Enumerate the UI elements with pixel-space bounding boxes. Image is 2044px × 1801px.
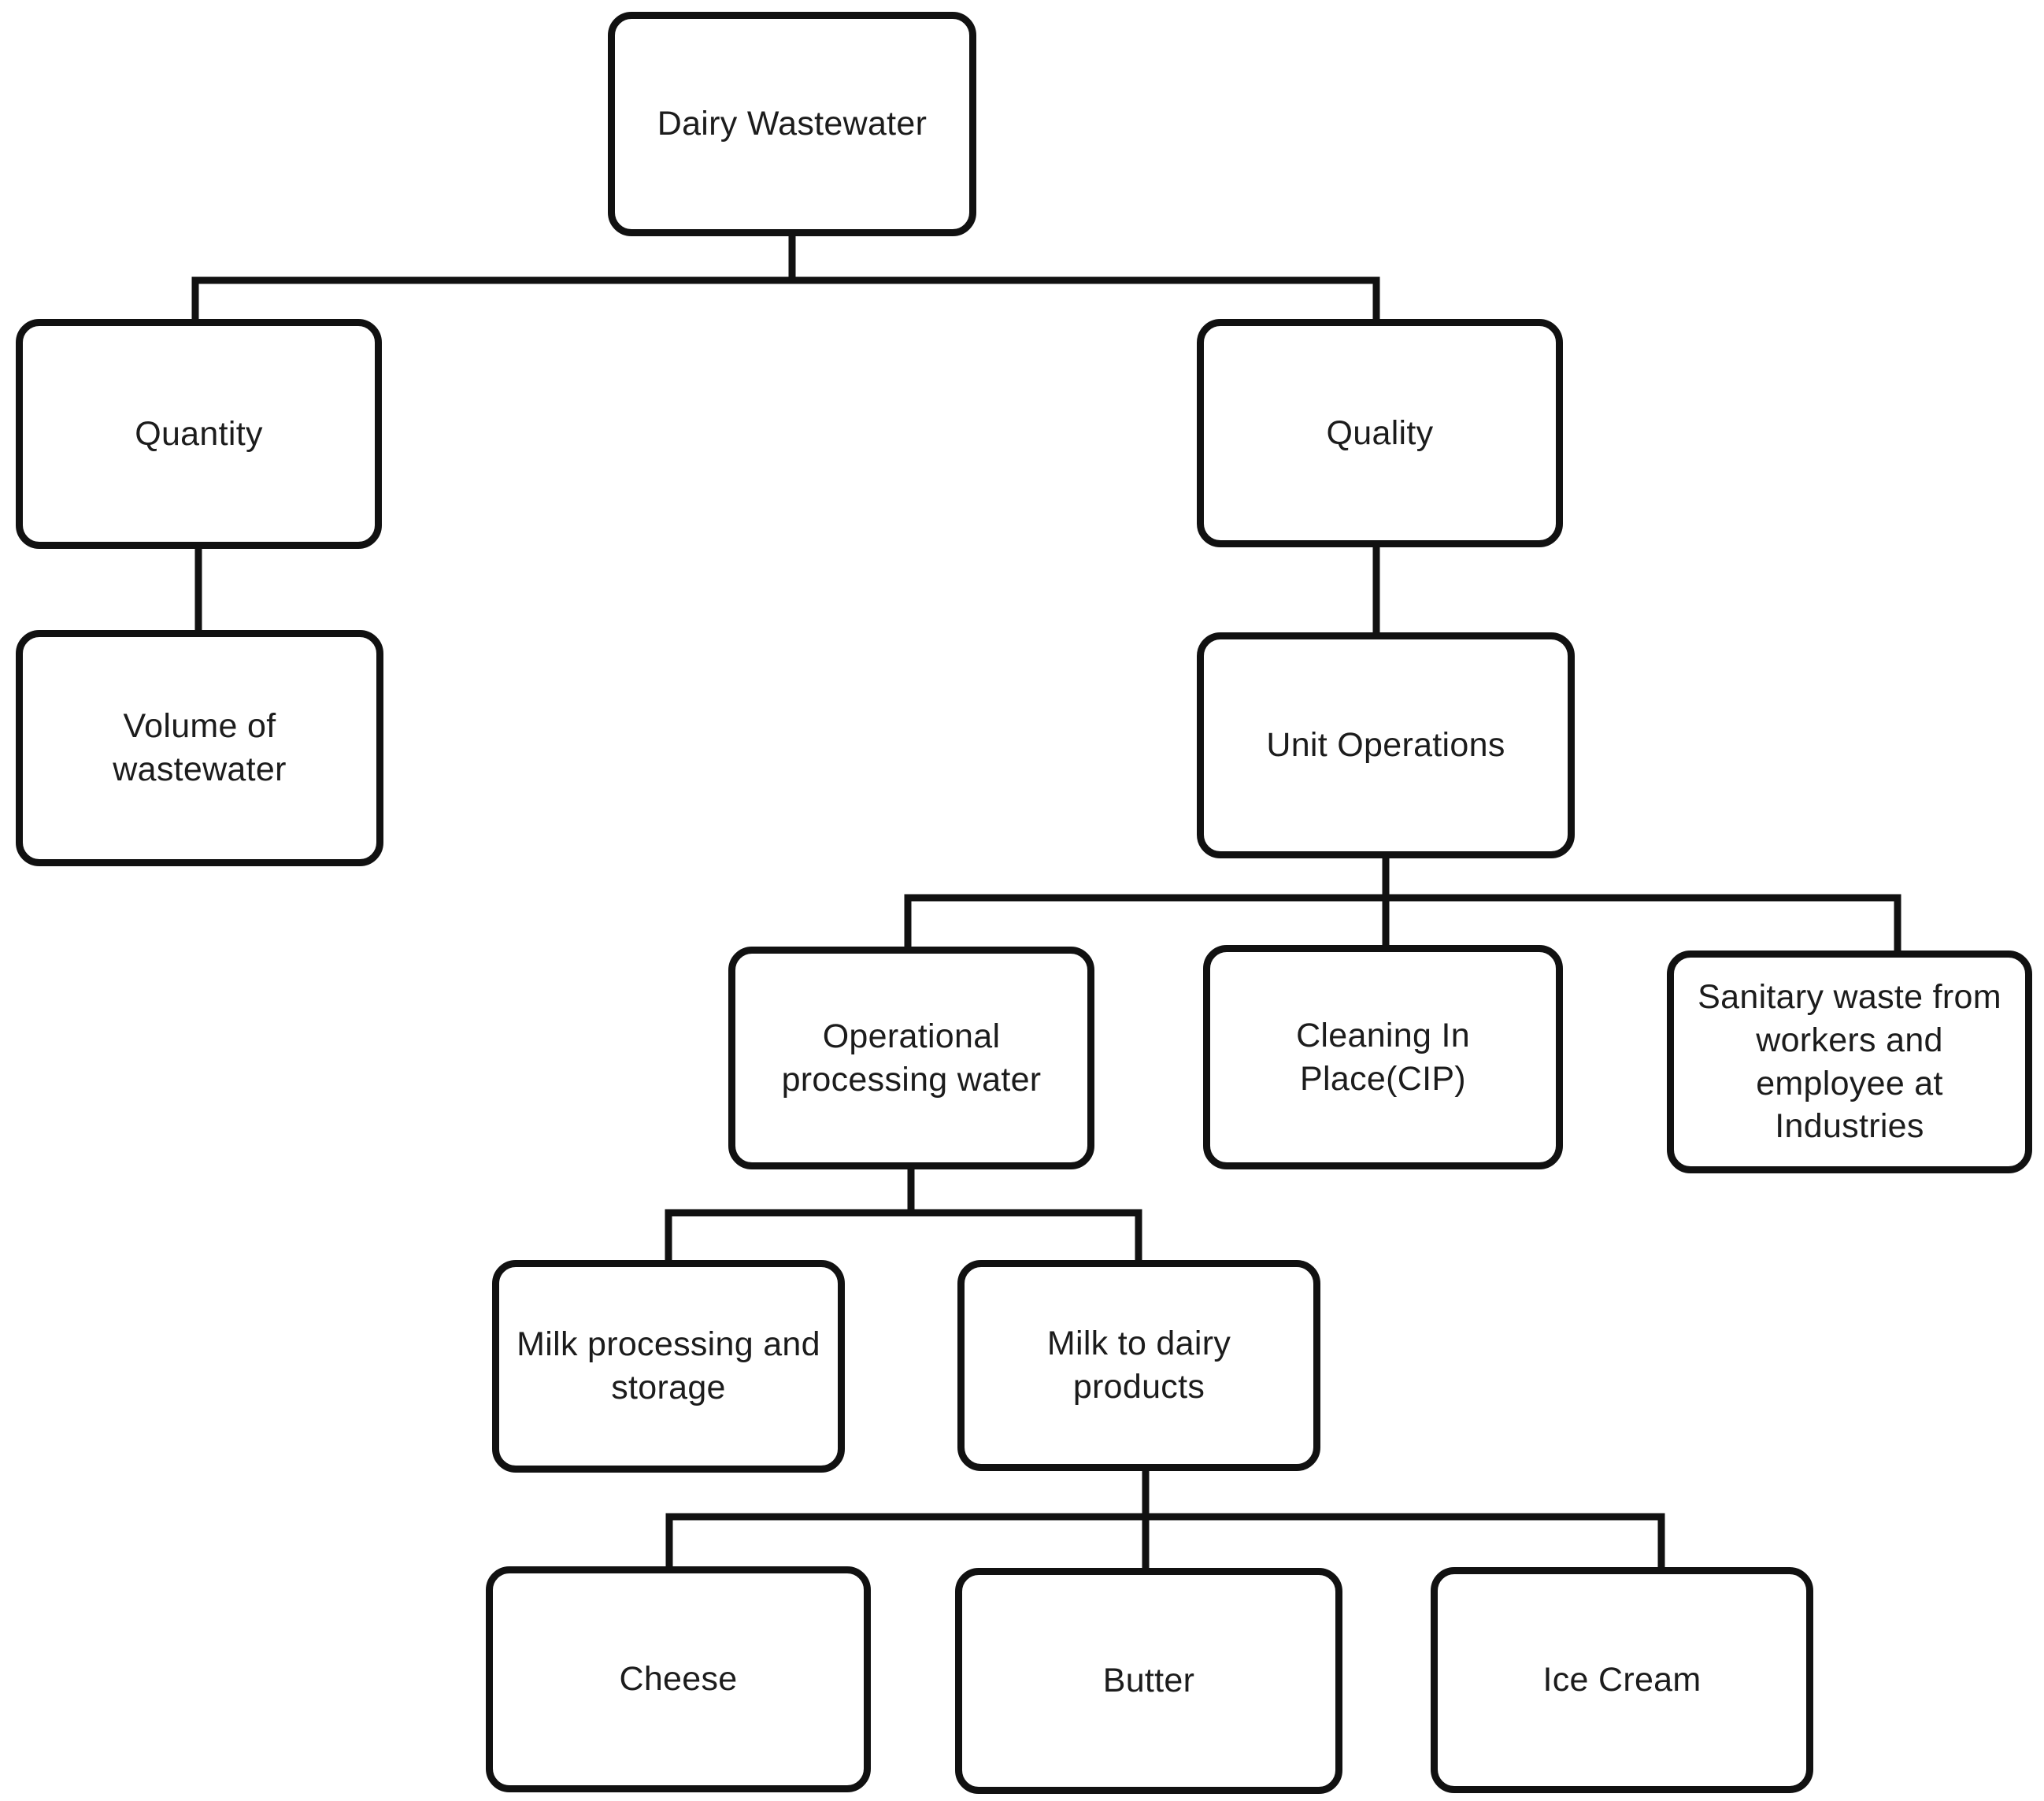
flowchart-node-sanitary-waste: Sanitary waste from workers and employee… — [1667, 951, 2032, 1173]
node-label: Sanitary waste from workers and employee… — [1698, 978, 2001, 1146]
flowchart-node-milk-processing-storage: Milk processing and storage — [492, 1260, 845, 1473]
node-label: Volume of wastewater — [113, 707, 287, 788]
flowchart-node-quality: Quality — [1197, 319, 1563, 547]
node-label: Milk to dairy products — [1046, 1325, 1231, 1406]
flowchart-node-volume-of-wastewater: Volume of wastewater — [16, 630, 383, 866]
flowchart-node-dairy-wastewater: Dairy Wastewater — [608, 12, 976, 236]
flowchart-node-cleaning-in-place: Cleaning In Place(CIP) — [1203, 945, 1563, 1169]
node-label: Cleaning In Place(CIP) — [1296, 1016, 1470, 1098]
node-label: Ice Cream — [1542, 1661, 1701, 1699]
node-label: Quality — [1326, 413, 1434, 452]
node-label: Butter — [1102, 1662, 1195, 1700]
flowchart-node-ice-cream: Ice Cream — [1431, 1567, 1813, 1793]
node-label: Cheese — [619, 1660, 738, 1699]
flowchart-node-unit-operations: Unit Operations — [1197, 632, 1575, 858]
node-label: Unit Operations — [1266, 726, 1505, 765]
node-label: Milk processing and storage — [517, 1325, 820, 1406]
flowchart-node-quantity: Quantity — [16, 319, 382, 549]
flowchart-node-butter: Butter — [955, 1568, 1342, 1794]
flowchart-node-cheese: Cheese — [486, 1566, 871, 1792]
flowchart-node-operational-processing-water: Operational processing water — [728, 947, 1094, 1169]
node-label: Dairy Wastewater — [657, 105, 928, 143]
node-label: Quantity — [135, 414, 263, 453]
node-label: Operational processing water — [781, 1017, 1042, 1099]
flowchart-node-milk-to-dairy-products: Milk to dairy products — [957, 1260, 1320, 1471]
